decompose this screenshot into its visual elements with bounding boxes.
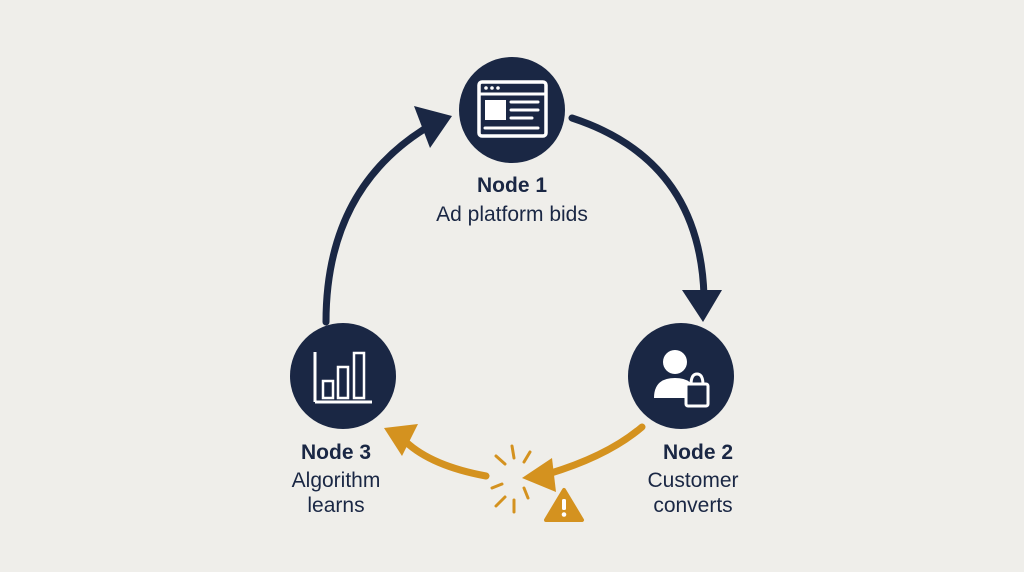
node-3-subtitle: Algorithm learns: [291, 469, 381, 518]
node-1-subtitle: Ad platform bids: [436, 203, 588, 226]
bar-chart-icon: [313, 351, 372, 404]
node-2-circle: [628, 323, 734, 429]
warning-icon: [544, 488, 584, 522]
shopper-bag-icon: [654, 350, 710, 408]
node-1-circle: [459, 57, 565, 163]
arrowhead-node2: [682, 290, 722, 322]
edge-node3-to-node1: [322, 124, 430, 326]
arrowhead-break: [522, 458, 556, 492]
node-2-subtitle: Customer converts: [647, 469, 739, 518]
edge-node2-to-break: [544, 423, 646, 478]
node-3-title: Node 3: [300, 441, 372, 464]
browser-window-icon: [477, 80, 548, 138]
edge-node1-to-node2: [568, 114, 708, 300]
break-spark-icon: [490, 444, 532, 514]
node-2-title: Node 2: [662, 441, 734, 464]
node-3-circle: [290, 323, 396, 429]
arrowhead-node3: [384, 424, 418, 456]
node-1-title: Node 1: [476, 174, 548, 197]
edge-break-to-node3: [402, 438, 490, 480]
arrowhead-node1: [414, 106, 452, 148]
